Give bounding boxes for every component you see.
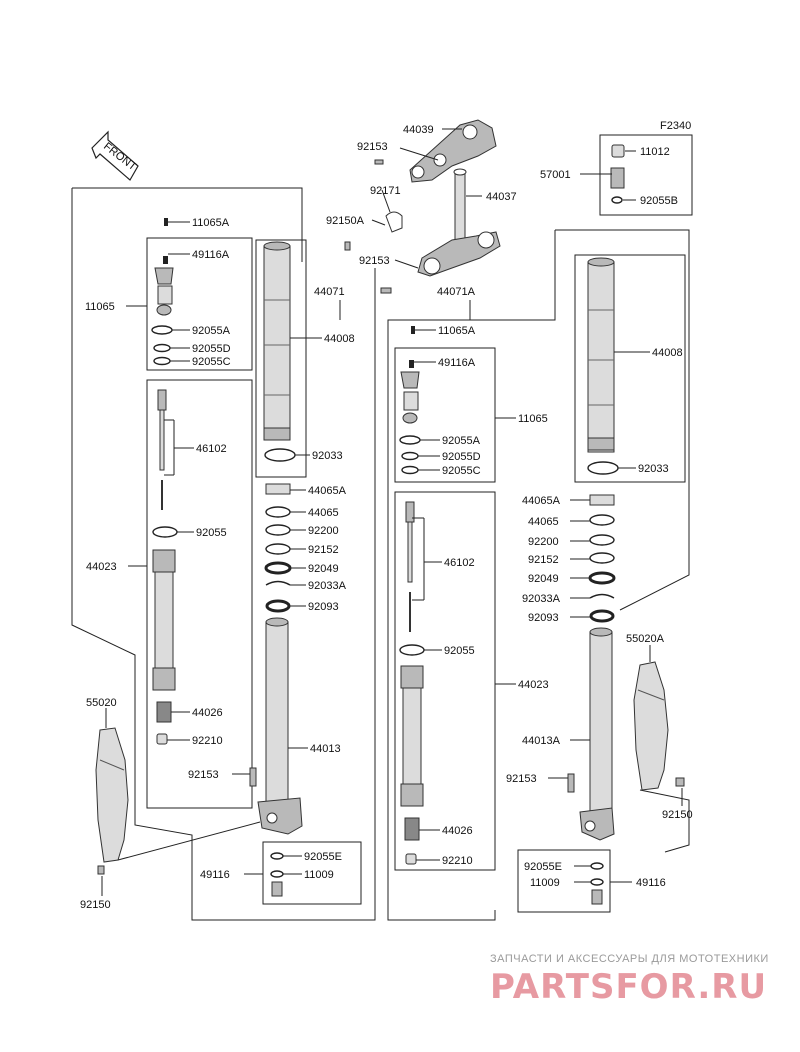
left-fork-cap: [151, 218, 174, 366]
right-label-92150: 92150: [662, 809, 693, 821]
left-label-92055D: 92055D: [192, 343, 231, 355]
right-group-outline: [387, 230, 556, 921]
right-label-44023: 44023: [518, 679, 549, 691]
left-label-55020: 55020: [86, 697, 117, 709]
left-label-46102: 46102: [196, 443, 227, 455]
right-outer-tube: [587, 257, 619, 475]
left-label-44023: 44023: [86, 561, 117, 573]
left-outer-tube-box: [255, 239, 307, 478]
watermark-tagline: ЗАПЧАСТИ И АКСЕССУАРЫ ДЛЯ МОТОТЕХНИКИ: [490, 953, 769, 965]
left-label-92210: 92210: [192, 735, 223, 747]
right-outer-tube-box: [574, 254, 686, 483]
left-label-92055E: 92055E: [304, 851, 342, 863]
label-92055B: 92055B: [640, 195, 678, 207]
left-label-44065A: 44065A: [308, 485, 347, 497]
watermark: ЗАПЧАСТИ И АКСЕССУАРЫ ДЛЯ МОТОТЕХНИКИ PA…: [490, 953, 769, 1007]
right-label-49116A: 49116A: [438, 357, 476, 369]
right-bleed-box: [517, 849, 611, 913]
right-label-44026: 44026: [442, 825, 473, 837]
right-label-92033: 92033: [638, 463, 669, 475]
left-inner-tube: [249, 617, 303, 835]
left-label-49116: 49116: [200, 869, 230, 881]
label-92171: 92171: [370, 185, 401, 197]
left-cartridge-box: [146, 379, 253, 809]
right-label-92210: 92210: [442, 855, 473, 867]
left-bleed-box: [262, 841, 362, 905]
cap-group-box: [599, 134, 693, 216]
right-label-92153: 92153: [506, 773, 537, 785]
right-label-92093: 92093: [528, 612, 559, 624]
right-label-46102: 46102: [444, 557, 475, 569]
right-label-92055: 92055: [444, 645, 475, 657]
left-label-44013: 44013: [310, 743, 341, 755]
right-label-92033A: 92033A: [522, 593, 561, 605]
left-label-92152: 92152: [308, 544, 339, 556]
left-label-49116A: 49116A: [192, 249, 230, 261]
left-label-92055C: 92055C: [192, 356, 231, 368]
right-label-49116: 49116: [636, 877, 666, 889]
right-label-11009: 11009: [530, 877, 560, 889]
label-44071: 44071: [314, 286, 345, 298]
left-label-11009: 11009: [304, 869, 334, 881]
right-label-92200: 92200: [528, 536, 559, 548]
label-44039: 44039: [403, 124, 434, 136]
front-arrow-icon: FRONT: [91, 130, 139, 181]
right-label-92055C: 92055C: [442, 465, 481, 477]
watermark-logo: PARTSFOR.RU: [490, 967, 767, 1007]
label-57001: 57001: [540, 169, 571, 181]
figure-code: F2340: [660, 120, 691, 132]
left-damper-cartridge: [152, 389, 178, 745]
left-label-92153: 92153: [188, 769, 219, 781]
right-label-11065: 11065: [518, 413, 548, 425]
right-label-92049: 92049: [528, 573, 559, 585]
left-group-outline: [72, 187, 303, 262]
left-label-44008: 44008: [324, 333, 355, 345]
label-44037: 44037: [486, 191, 517, 203]
right-fork-guard: [633, 661, 685, 791]
right-label-44008: 44008: [652, 347, 683, 359]
left-label-44065: 44065: [308, 507, 339, 519]
left-label-92200: 92200: [308, 525, 339, 537]
label-92153-top: 92153: [357, 141, 388, 153]
left-label-92093: 92093: [308, 601, 339, 613]
right-inner-tube: [567, 627, 615, 841]
right-label-92055D: 92055D: [442, 451, 481, 463]
left-label-11065A: 11065A: [192, 217, 230, 229]
right-damper-cartridge: [399, 501, 425, 865]
label-92150A: 92150A: [326, 215, 365, 227]
left-bleed-screw: [270, 852, 284, 897]
right-cap-box: [394, 347, 496, 483]
left-label-11065: 11065: [85, 301, 115, 313]
left-label-44026: 44026: [192, 707, 223, 719]
right-label-92055A: 92055A: [442, 435, 481, 447]
left-seal-stack: [264, 483, 292, 613]
left-label-92055: 92055: [196, 527, 227, 539]
right-label-44065: 44065: [528, 516, 559, 528]
left-cap-box: [146, 237, 253, 371]
label-11012: 11012: [640, 146, 670, 158]
left-label-92055A: 92055A: [192, 325, 231, 337]
left-label-92033A: 92033A: [308, 580, 347, 592]
label-44071A: 44071A: [437, 286, 476, 298]
right-label-55020A: 55020A: [626, 633, 665, 645]
right-fork-cap: [399, 326, 421, 475]
right-bleed-screw: [590, 862, 604, 905]
left-outer-tube: [263, 241, 296, 462]
right-label-11065A: 11065A: [438, 325, 476, 337]
right-label-44013A: 44013A: [522, 735, 561, 747]
label-92153-lower: 92153: [359, 255, 390, 267]
left-fork-guard: [95, 727, 129, 875]
right-label-92055E: 92055E: [524, 861, 562, 873]
right-cartridge-box: [394, 491, 496, 871]
right-label-44065A: 44065A: [522, 495, 561, 507]
left-label-92049: 92049: [308, 563, 339, 575]
left-label-92150: 92150: [80, 899, 111, 911]
right-label-92152: 92152: [528, 554, 559, 566]
left-label-92033: 92033: [312, 450, 343, 462]
steering-stem-assembly: [344, 119, 625, 294]
right-seal-stack: [588, 494, 616, 623]
